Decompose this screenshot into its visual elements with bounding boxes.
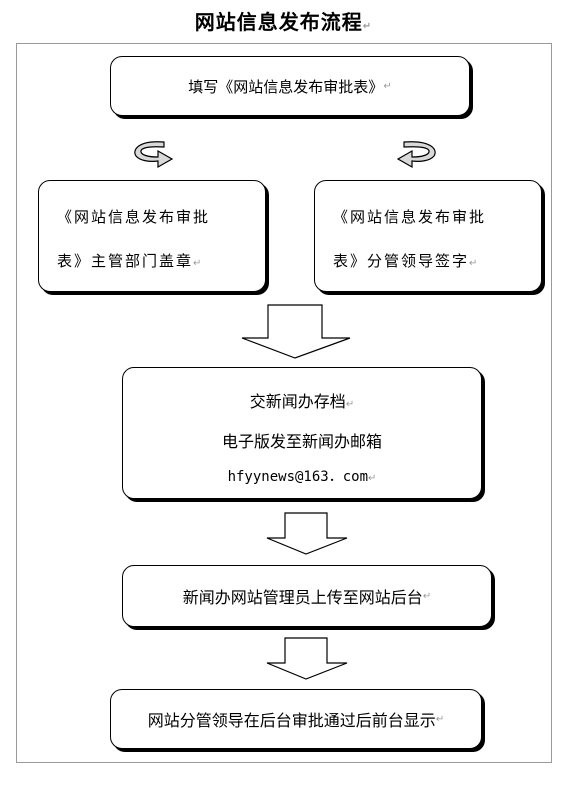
paragraph-mark: ↵ — [422, 590, 432, 602]
step-department-stamp: 《网站信息发布审批 表》主管部门盖章↵ — [38, 180, 266, 292]
paragraph-mark: ↵ — [469, 258, 480, 269]
curved-arrow-left-icon — [134, 141, 174, 169]
paragraph-mark: ↵ — [383, 80, 392, 92]
down-arrow-icon — [266, 512, 348, 555]
step-fill-form: 填写《网站信息发布审批表》↵ — [110, 56, 470, 116]
paragraph-mark: ↵ — [345, 399, 355, 410]
step-archive-and-email: 交新闻办存档↵ 电子版发至新闻办邮箱 hfyynews@163．com↵ — [122, 367, 482, 499]
step-approve-and-display: 网站分管领导在后台审批通过后前台显示↵ — [110, 689, 482, 749]
step-leader-signature: 《网站信息发布审批 表》分管领导签字↵ — [314, 180, 542, 292]
diagram-frame — [16, 43, 552, 763]
paragraph-mark: ↵ — [193, 258, 204, 269]
paragraph-mark: ↵ — [368, 473, 377, 484]
down-arrow-icon — [241, 304, 351, 359]
step-upload-to-backend: 新闻办网站管理员上传至网站后台↵ — [122, 565, 492, 627]
paragraph-mark: ↵ — [435, 713, 445, 725]
down-arrow-icon — [266, 637, 348, 680]
curved-arrow-right-icon — [396, 141, 436, 169]
email-address: hfyynews@163．com — [227, 469, 369, 485]
paragraph-mark: ↵ — [362, 21, 373, 32]
diagram-title: 网站信息发布流程↵ — [194, 10, 373, 34]
